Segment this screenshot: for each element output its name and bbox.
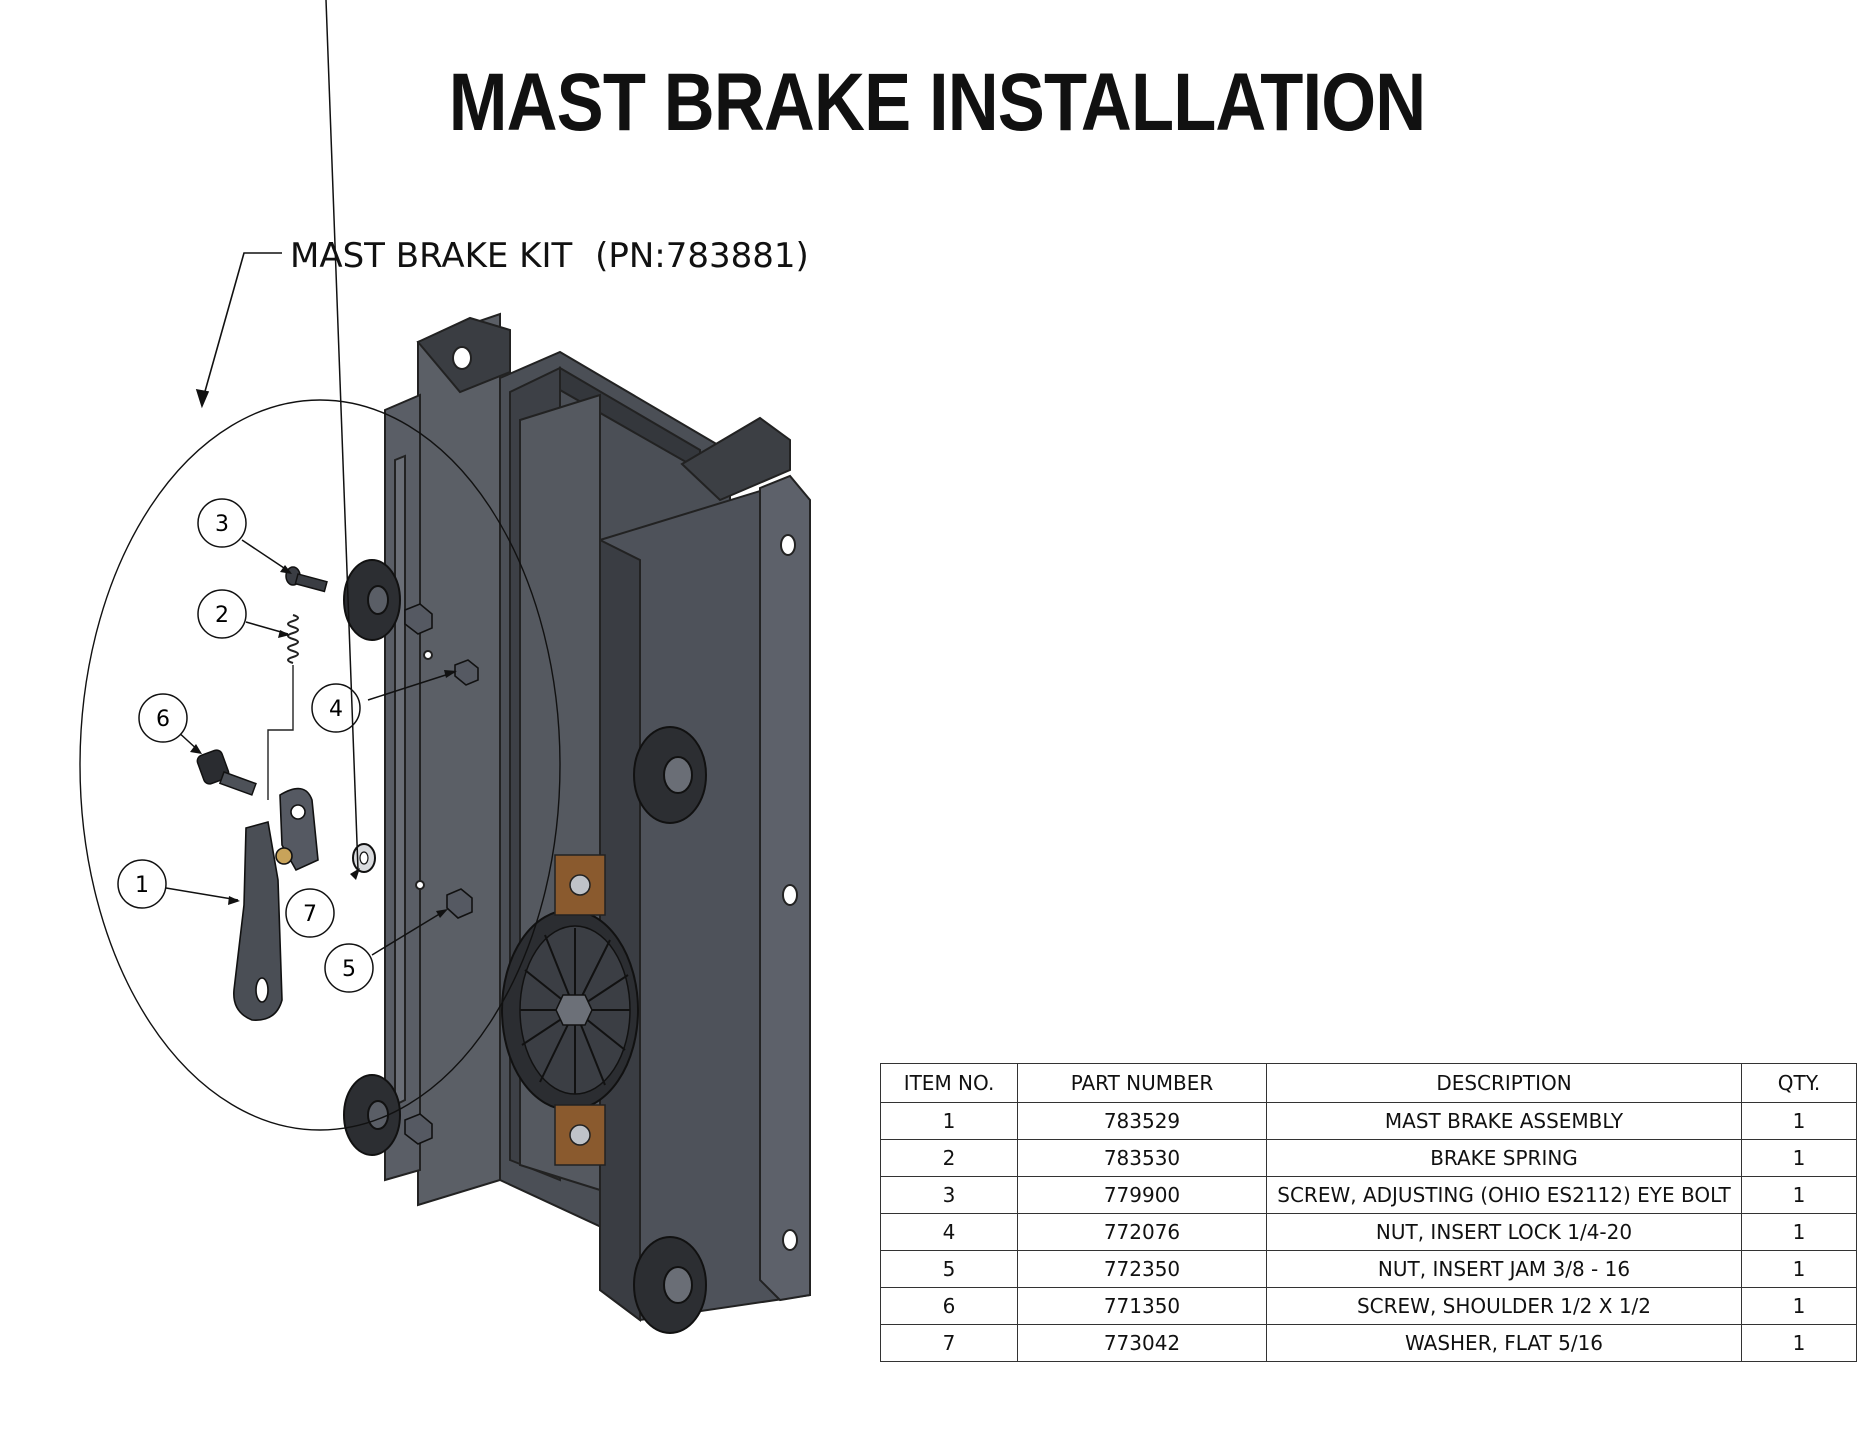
header-item-no: ITEM NO. (880, 1063, 1018, 1103)
cell-part-number: 783530 (1017, 1139, 1267, 1177)
callout-1: 1 (117, 859, 240, 909)
callout-2: 2 (197, 589, 290, 639)
table-row: 1 783529 MAST BRAKE ASSEMBLY 1 (880, 1102, 1857, 1140)
callout-3-label: 3 (215, 512, 229, 537)
callout-4: 4 (311, 670, 457, 733)
cell-description: SCREW, ADJUSTING (OHIO ES2112) EYE BOLT (1266, 1176, 1742, 1214)
cell-qty: 1 (1741, 1176, 1857, 1214)
mast-body (384, 312, 811, 1322)
callouts: 3 2 6 4 1 7 (117, 0, 457, 993)
cell-part-number: 772350 (1017, 1250, 1267, 1288)
cell-description: NUT, INSERT JAM 3/8 - 16 (1266, 1250, 1742, 1288)
bill-of-materials-table: ITEM NO. PART NUMBER DESCRIPTION QTY. 1 … (880, 1063, 1857, 1362)
cell-item-no: 6 (880, 1287, 1018, 1325)
callout-5-label: 5 (342, 957, 356, 982)
kit-label: MAST BRAKE KIT (PN:783881) (290, 236, 809, 276)
callout-7: 7 (285, 0, 360, 938)
callout-6: 6 (138, 693, 202, 754)
header-part-number: PART NUMBER (1017, 1063, 1267, 1103)
cell-description: NUT, INSERT LOCK 1/4-20 (1266, 1213, 1742, 1251)
table-header-row: ITEM NO. PART NUMBER DESCRIPTION QTY. (880, 1063, 1857, 1103)
cell-qty: 1 (1741, 1102, 1857, 1140)
cell-item-no: 4 (880, 1213, 1018, 1251)
mast-nuts (404, 603, 479, 1145)
kit-leader (195, 252, 282, 409)
table-row: 7 773042 WASHER, FLAT 5/16 1 (880, 1324, 1857, 1362)
cell-qty: 1 (1741, 1213, 1857, 1251)
cell-item-no: 1 (880, 1102, 1018, 1140)
cell-item-no: 3 (880, 1176, 1018, 1214)
cell-description: MAST BRAKE ASSEMBLY (1266, 1102, 1742, 1140)
kit-part-number: (PN:783881) (595, 236, 809, 276)
brake-wheel (501, 909, 639, 1111)
kit-boundary (79, 399, 561, 1131)
rollers (343, 559, 707, 1334)
page-title: MAST BRAKE INSTALLATION (448, 57, 1426, 148)
part-shoulder-screw (196, 749, 257, 796)
part-washer (352, 843, 376, 873)
table-row: 3 779900 SCREW, ADJUSTING (OHIO ES2112) … (880, 1176, 1857, 1214)
cell-item-no: 2 (880, 1139, 1018, 1177)
kit-name: MAST BRAKE KIT (290, 236, 573, 276)
cell-description: WASHER, FLAT 5/16 (1266, 1324, 1742, 1362)
cell-part-number: 773042 (1017, 1324, 1267, 1362)
cell-part-number: 779900 (1017, 1176, 1267, 1214)
callout-3: 3 (197, 498, 292, 574)
callout-1-label: 1 (135, 873, 149, 898)
callout-5: 5 (324, 909, 448, 993)
header-description: DESCRIPTION (1266, 1063, 1742, 1103)
cell-qty: 1 (1741, 1250, 1857, 1288)
part-eye-bolt (285, 566, 328, 593)
table-row: 6 771350 SCREW, SHOULDER 1/2 X 1/2 1 (880, 1287, 1857, 1325)
cell-item-no: 7 (880, 1324, 1018, 1362)
callout-6-label: 6 (156, 707, 170, 732)
cell-part-number: 783529 (1017, 1102, 1267, 1140)
cell-qty: 1 (1741, 1139, 1857, 1177)
cell-description: BRAKE SPRING (1266, 1139, 1742, 1177)
part-brake-spring (267, 614, 299, 800)
table-row: 5 772350 NUT, INSERT JAM 3/8 - 16 1 (880, 1250, 1857, 1288)
header-qty: QTY. (1741, 1063, 1857, 1103)
mast-holes (415, 346, 798, 1251)
cell-qty: 1 (1741, 1324, 1857, 1362)
callout-4-label: 4 (329, 697, 343, 722)
cell-part-number: 772076 (1017, 1213, 1267, 1251)
table-row: 2 783530 BRAKE SPRING 1 (880, 1139, 1857, 1177)
cell-part-number: 771350 (1017, 1287, 1267, 1325)
cell-description: SCREW, SHOULDER 1/2 X 1/2 (1266, 1287, 1742, 1325)
cell-qty: 1 (1741, 1287, 1857, 1325)
callout-7-label: 7 (303, 902, 317, 927)
bronze-blocks (554, 854, 606, 1166)
cell-item-no: 5 (880, 1250, 1018, 1288)
callout-2-label: 2 (215, 603, 229, 628)
part-brake-lever (233, 787, 319, 1021)
table-row: 4 772076 NUT, INSERT LOCK 1/4-20 1 (880, 1213, 1857, 1251)
